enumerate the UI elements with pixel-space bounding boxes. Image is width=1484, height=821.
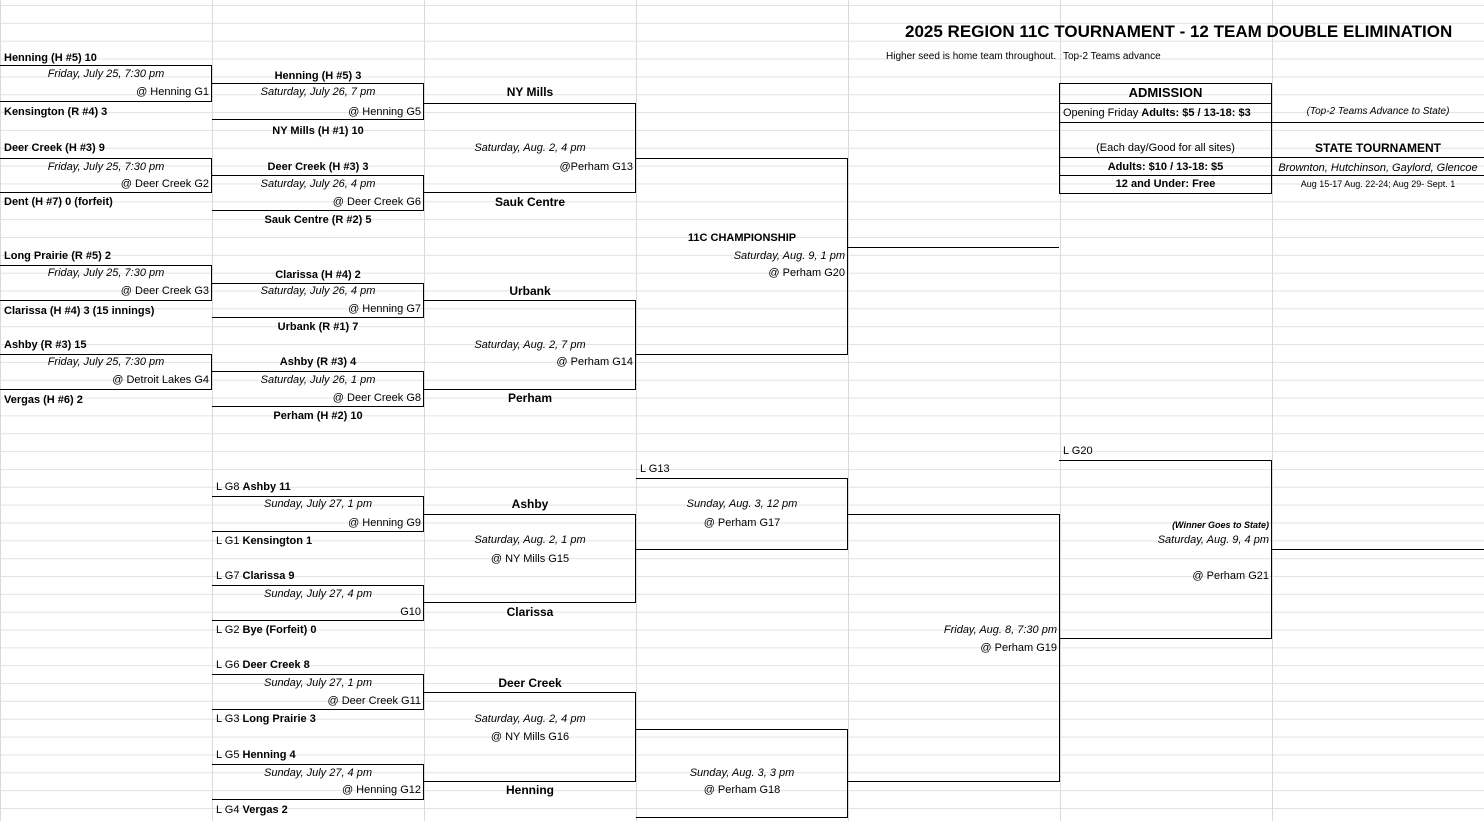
admission-header: ADMISSION: [1128, 85, 1203, 100]
g9-bottom-team: L G1 Kensington 1: [216, 535, 313, 547]
championship-label: 11C CHAMPIONSHIP: [687, 232, 797, 244]
g8-bottom-team: Perham (H #2) 10: [273, 410, 363, 422]
g5-location: @ Henning G5: [348, 106, 421, 118]
g8-top-team: Ashby (R #3) 4: [279, 356, 357, 368]
championship-location: @ Perham G20: [768, 267, 845, 279]
g3-date: Friday, July 25, 7:30 pm: [47, 267, 165, 279]
g15-top-team: Ashby: [511, 497, 549, 511]
subtitle-right: Top-2 Teams advance: [1063, 51, 1161, 62]
g11-location: @ Deer Creek G11: [327, 695, 422, 707]
g14-date: Saturday, Aug. 2, 7 pm: [474, 339, 586, 351]
g6-top-team: Deer Creek (H #3) 3: [267, 161, 369, 173]
g14-top-team: Urbank: [509, 284, 551, 298]
admission-opening: Opening Friday Adults: $5 / 13-18: $3: [1063, 107, 1251, 119]
g13-location: @Perham G13: [559, 161, 633, 173]
g12-top-team: L G5 Henning 4: [216, 749, 296, 761]
g4-date: Friday, July 25, 7:30 pm: [47, 356, 165, 368]
g5-date: Saturday, July 26, 7 pm: [260, 86, 376, 98]
g14-bottom-team: Perham: [507, 391, 553, 405]
g2-location: @ Deer Creek G2: [120, 178, 209, 190]
g3-location: @ Deer Creek G3: [120, 285, 209, 297]
g18-date: Sunday, Aug. 3, 3 pm: [689, 767, 795, 779]
g11-date: Sunday, July 27, 1 pm: [263, 677, 373, 689]
g5-top-team: Henning (H #5) 3: [274, 70, 362, 82]
g19-location: @ Perham G19: [980, 642, 1057, 654]
g17-date: Sunday, Aug. 3, 12 pm: [686, 498, 798, 510]
g11-bottom-team: L G3 Long Prairie 3: [216, 713, 316, 725]
g17-top-team: L G13: [640, 463, 670, 475]
g3-top-team: Long Prairie (R #5) 2: [4, 250, 111, 262]
g13-bottom-team: Sauk Centre: [494, 195, 566, 209]
g7-bottom-team: Urbank (R #1) 7: [277, 321, 359, 333]
g6-bottom-team: Sauk Centre (R #2) 5: [264, 214, 372, 226]
g9-top-team: L G8 Ashby 11: [216, 481, 291, 493]
g2-top-team: Deer Creek (H #3) 9: [4, 142, 105, 154]
g1-date: Friday, July 25, 7:30 pm: [47, 68, 165, 80]
admission-kids: 12 and Under: Free: [1115, 178, 1216, 190]
state-dates: Aug 15-17 Aug. 22-24; Aug 29- Sept. 1: [1300, 179, 1456, 189]
g9-location: @ Henning G9: [348, 517, 421, 529]
g3-bottom-team: Clarissa (H #4) 3 (15 innings): [4, 305, 155, 317]
admission-each-day: (Each day/Good for all sites): [1096, 142, 1235, 154]
g10-bottom-team: L G2 Bye (Forfeit) 0: [216, 624, 317, 636]
g10-date: Sunday, July 27, 4 pm: [263, 588, 373, 600]
state-note: (Top-2 Teams Advance to State): [1306, 106, 1450, 117]
g8-date: Saturday, July 26, 1 pm: [260, 374, 376, 386]
g12-date: Sunday, July 27, 4 pm: [263, 767, 373, 779]
g16-bottom-team: Henning: [506, 783, 554, 797]
g4-top-team: Ashby (R #3) 15: [4, 339, 87, 351]
g4-location: @ Detroit Lakes G4: [112, 374, 209, 386]
g8-location: @ Deer Creek G8: [332, 392, 421, 404]
g21-date: Saturday, Aug. 9, 4 pm: [1157, 534, 1269, 546]
g15-date: Saturday, Aug. 2, 1 pm: [474, 534, 586, 546]
g5-bottom-team: NY Mills (H #1) 10: [272, 125, 364, 137]
page-title: 2025 REGION 11C TOURNAMENT - 12 TEAM DOU…: [905, 22, 1453, 41]
g13-top-team: NY Mills: [506, 85, 554, 99]
state-sites: Brownton, Hutchinson, Gaylord, Glencoe: [1278, 162, 1478, 174]
g7-location: @ Henning G7: [348, 303, 421, 315]
g2-date: Friday, July 25, 7:30 pm: [47, 161, 165, 173]
g9-date: Sunday, July 27, 1 pm: [263, 498, 373, 510]
g6-date: Saturday, July 26, 4 pm: [260, 178, 376, 190]
g15-bottom-team: Clarissa: [506, 605, 554, 619]
g21-note: (Winner Goes to State): [1172, 520, 1269, 530]
g6-location: @ Deer Creek G6: [332, 196, 421, 208]
g13-date: Saturday, Aug. 2, 4 pm: [474, 142, 586, 154]
g7-top-team: Clarissa (H #4) 2: [275, 269, 361, 281]
g12-bottom-team: L G4 Vergas 2: [216, 804, 288, 816]
g16-top-team: Deer Creek: [498, 676, 562, 690]
g1-bottom-team: Kensington (R #4) 3: [4, 106, 108, 118]
g15-location: @ NY Mills G15: [490, 553, 570, 565]
g10-top-team: L G7 Clarissa 9: [216, 570, 295, 582]
championship-date: Saturday, Aug. 9, 1 pm: [733, 250, 845, 262]
g1-location: @ Henning G1: [136, 86, 209, 98]
g16-location: @ NY Mills G16: [490, 731, 570, 743]
g21-location: @ Perham G21: [1192, 570, 1269, 582]
g19-date: Friday, Aug. 8, 7:30 pm: [943, 624, 1057, 636]
g18-location: @ Perham G18: [703, 784, 781, 796]
admission-adult: Adults: $10 / 13-18: $5: [1107, 161, 1224, 173]
g4-bottom-team: Vergas (H #6) 2: [4, 394, 83, 406]
g10-location: G10: [400, 606, 421, 618]
g14-location: @ Perham G14: [556, 356, 633, 368]
g2-bottom-team: Dent (H #7) 0 (forfeit): [4, 196, 113, 208]
state-header: STATE TOURNAMENT: [1315, 141, 1441, 155]
g21-top-team: L G20: [1063, 445, 1093, 457]
g12-location: @ Henning G12: [341, 784, 421, 796]
g11-top-team: L G6 Deer Creek 8: [216, 659, 310, 671]
g7-date: Saturday, July 26, 4 pm: [260, 285, 376, 297]
g1-top-team: Henning (H #5) 10: [4, 52, 97, 64]
g16-date: Saturday, Aug. 2, 4 pm: [474, 713, 586, 725]
subtitle-left: Higher seed is home team throughout.: [886, 51, 1057, 62]
g17-location: @ Perham G17: [703, 517, 781, 529]
